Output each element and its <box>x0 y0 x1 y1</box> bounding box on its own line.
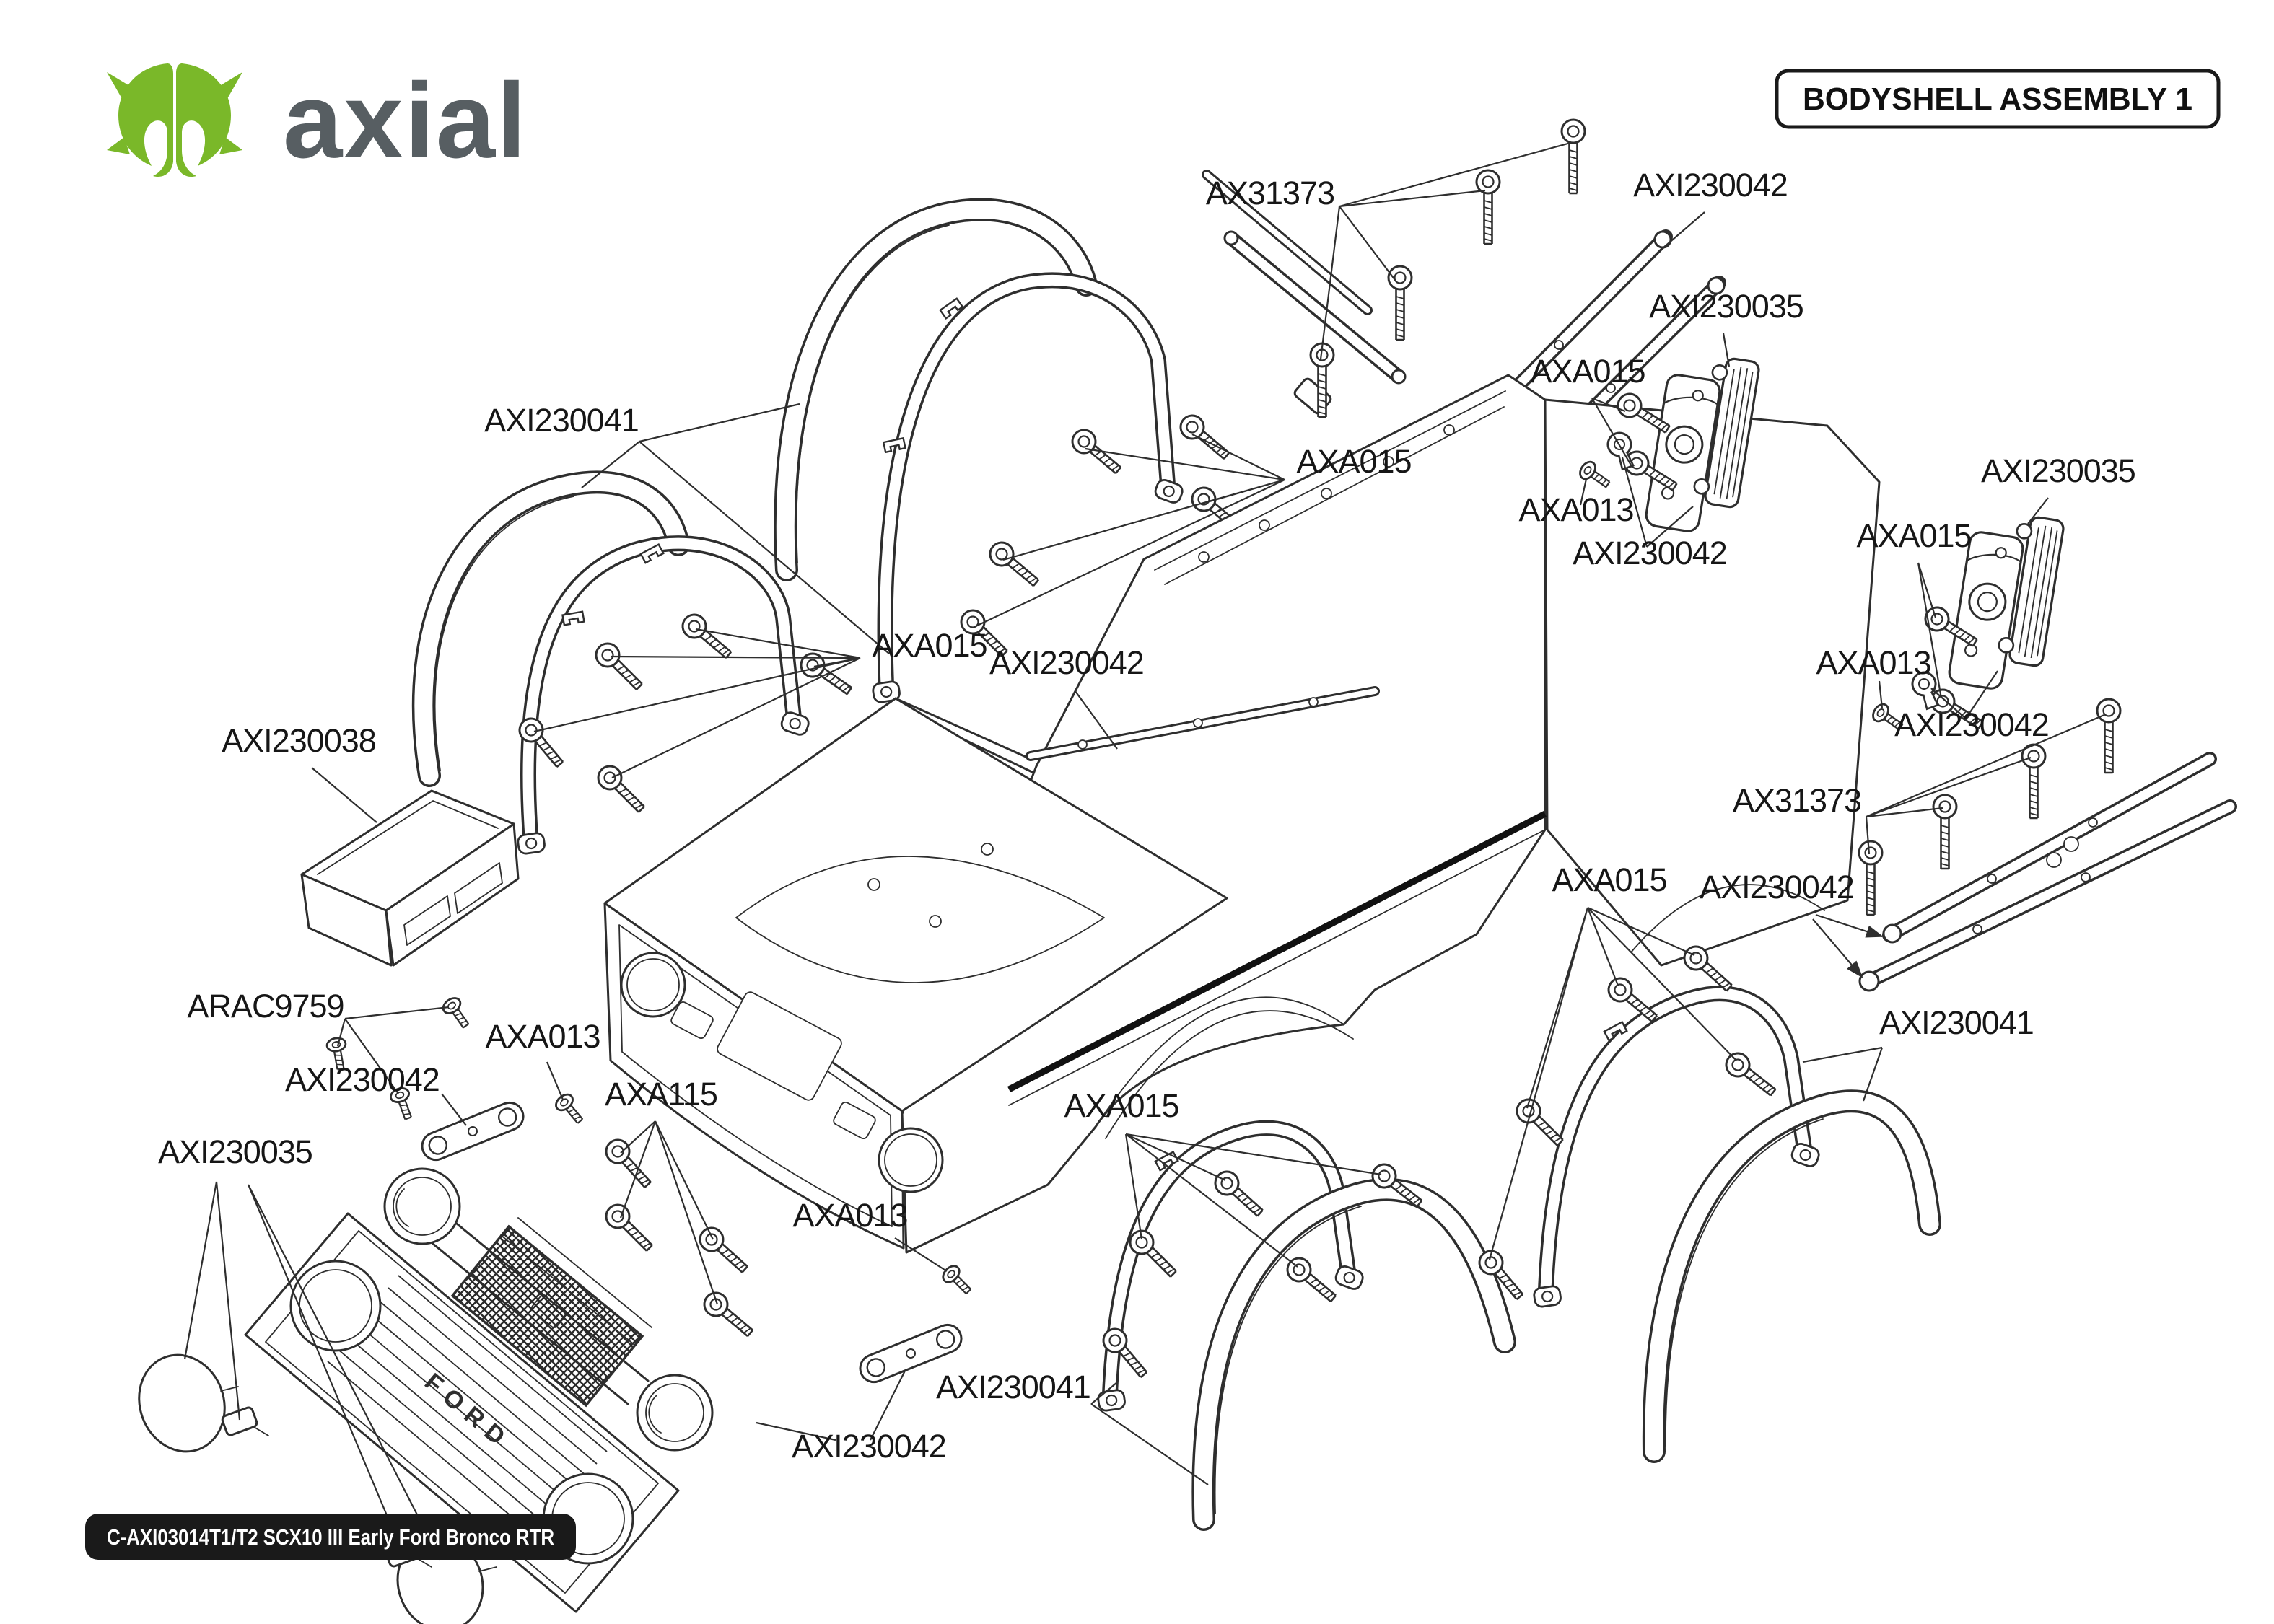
part-label: AXI230042 <box>989 644 1144 681</box>
main-body-drawing <box>603 374 1881 1254</box>
part-label: AXA015 <box>1552 861 1666 898</box>
part-label: AXA013 <box>1518 491 1633 528</box>
side-rail-strips-drawing <box>1202 170 1407 415</box>
page-title: BODYSHELL ASSEMBLY 1 <box>1803 82 2192 117</box>
arac9759-screws-drawing <box>325 993 475 1123</box>
part-label: AX31373 <box>1206 175 1334 211</box>
part-label: AX31373 <box>1733 782 1861 819</box>
part-label: AXA015 <box>1530 353 1645 390</box>
part-label: AXI230042 <box>1894 706 2049 743</box>
part-label: AXA013 <box>792 1197 907 1234</box>
leader-lines <box>183 141 2107 1561</box>
part-label: AXA015 <box>872 627 987 664</box>
part-label: AXI230038 <box>222 722 376 759</box>
bed-rail-assembly-right-drawing <box>1858 698 2237 992</box>
part-label: AXI230042 <box>1633 167 1788 203</box>
model-code: C-AXI03014T1/T2 SCX10 III Early Ford Bro… <box>107 1524 554 1550</box>
part-label: AXI230035 <box>1649 288 1803 325</box>
axial-logo-wordmark: axial <box>283 61 528 180</box>
front-fender-flares-drawing <box>411 198 1247 856</box>
part-label: AXA015 <box>1296 443 1411 480</box>
part-label: AXI230041 <box>936 1369 1090 1405</box>
title-box: BODYSHELL ASSEMBLY 1 <box>1775 69 2221 129</box>
footer-badge: C-AXI03014T1/T2 SCX10 III Early Ford Bro… <box>85 1514 576 1560</box>
rear-fender-flare-center-drawing <box>1096 1120 1516 1531</box>
part-label: AXA115 <box>605 1076 717 1112</box>
grille-assembly-drawing: FORD <box>138 1090 976 1624</box>
part-label: AXI230042 <box>1700 869 1854 905</box>
part-label: AXA015 <box>1856 517 1971 554</box>
part-label: ARAC9759 <box>187 988 344 1024</box>
part-label: AXI230042 <box>792 1428 946 1465</box>
part-label: AXA013 <box>1816 644 1930 681</box>
part-label: AXI230041 <box>484 402 639 439</box>
part-label: AXI230035 <box>158 1133 312 1170</box>
hood-scoop-drawing <box>300 789 520 967</box>
part-label: AXI230042 <box>285 1061 440 1098</box>
part-label: AXI230042 <box>1573 535 1727 571</box>
part-labels: AX31373 AXI230042 AXI230035 AXA015 AXA01… <box>158 167 2136 1465</box>
axial-logo-mark <box>107 63 242 177</box>
axial-logo: axial <box>107 61 528 180</box>
part-label: AXA015 <box>1064 1087 1178 1124</box>
part-label: AXI230035 <box>1981 452 2135 489</box>
part-label: AXA013 <box>485 1018 600 1055</box>
rear-fender-flare-right-drawing <box>1473 940 1941 1463</box>
part-label: AXI230041 <box>1879 1004 2034 1041</box>
